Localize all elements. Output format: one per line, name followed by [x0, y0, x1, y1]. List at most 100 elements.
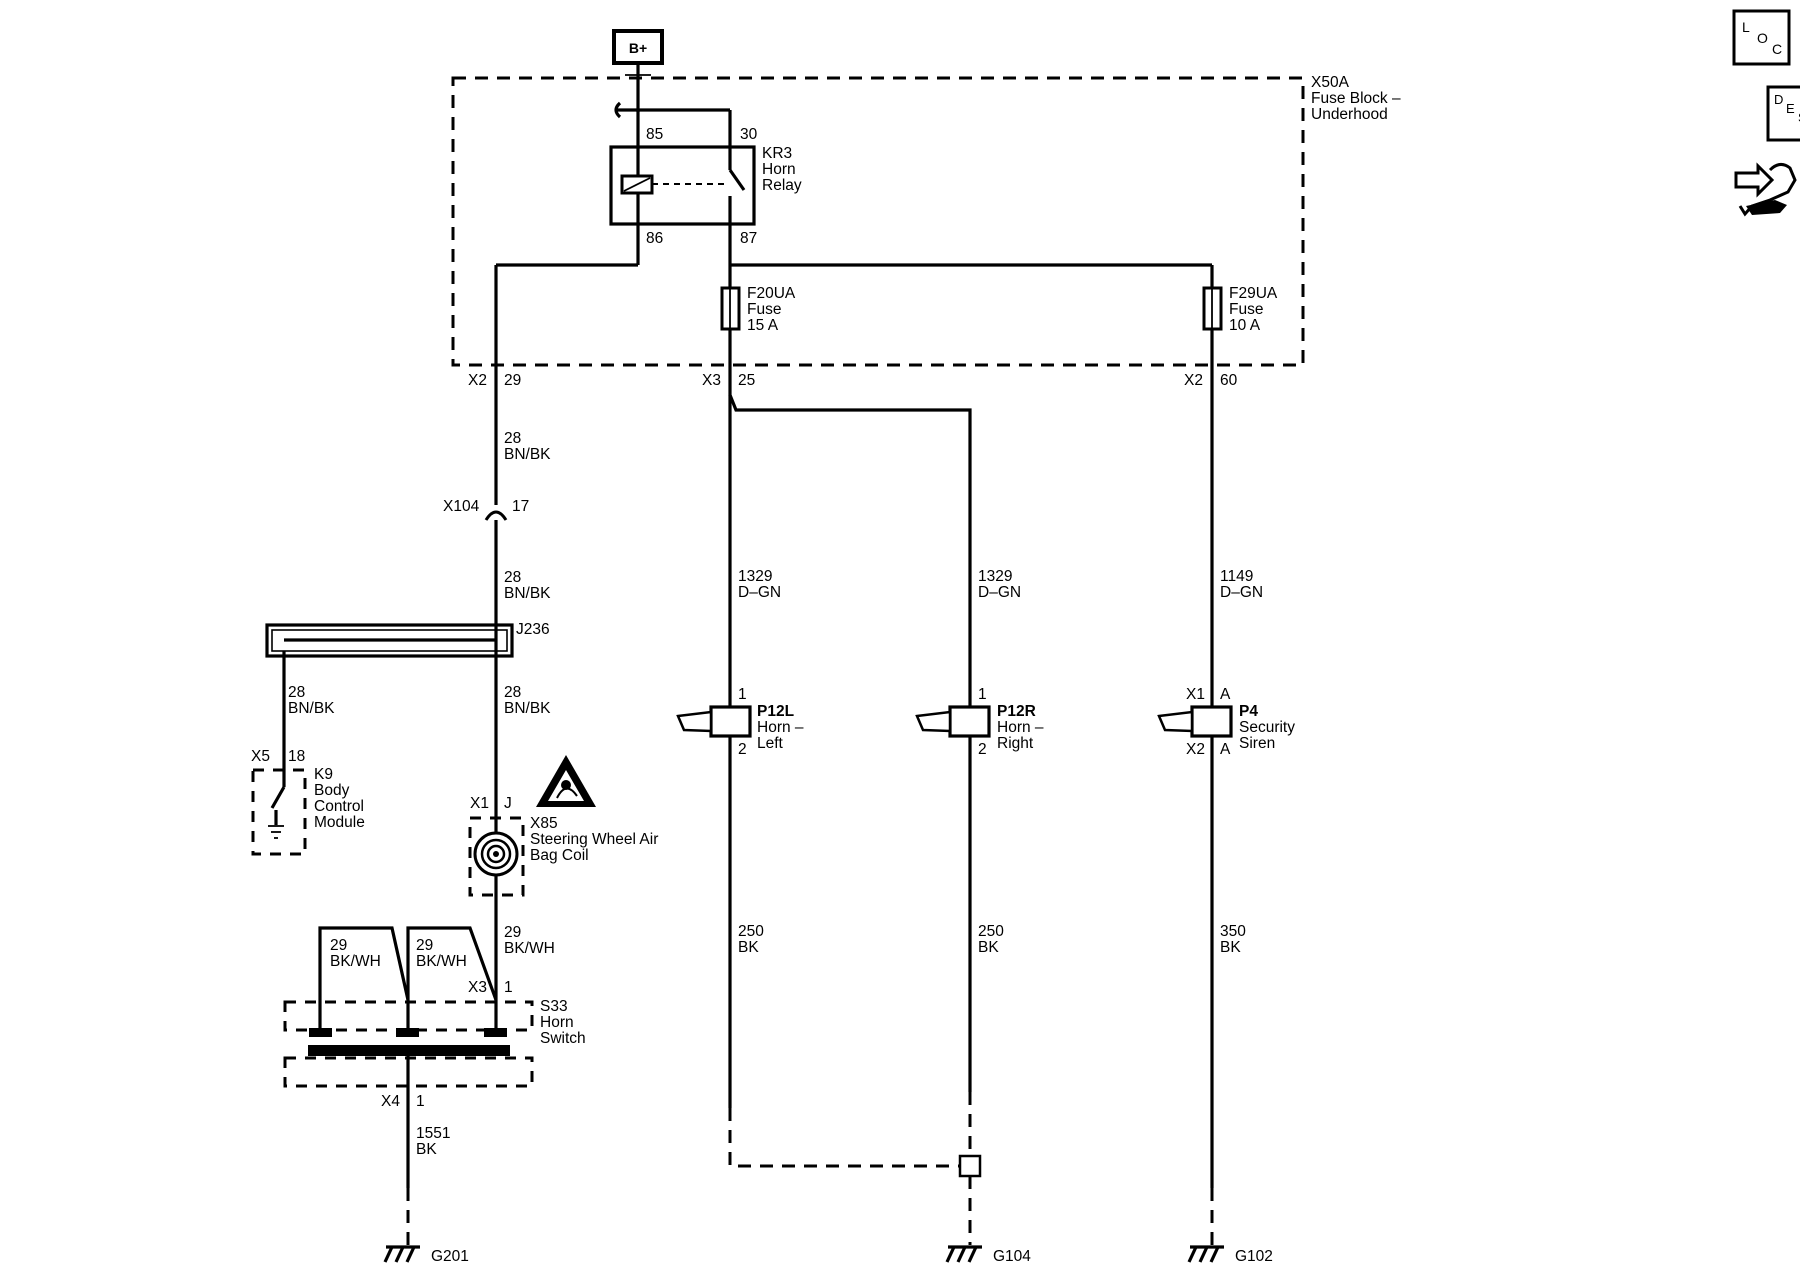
svg-text:X3: X3 [702, 372, 721, 389]
svg-text:Steering Wheel Air: Steering Wheel Air [530, 831, 658, 848]
svg-text:X104: X104 [443, 498, 480, 515]
svg-text:1: 1 [978, 686, 987, 703]
svg-text:29: 29 [504, 924, 521, 941]
svg-text:D–GN: D–GN [1220, 584, 1263, 601]
svg-text:Siren: Siren [1239, 735, 1275, 752]
splice-pack-j236: J236 [265, 621, 550, 658]
steering-wheel-airbag-coil: X1 J X85 Steering Wheel Air Bag Coil [468, 795, 658, 897]
svg-text:18: 18 [288, 748, 305, 765]
svg-text:G201: G201 [431, 1248, 469, 1265]
svg-text:Horn –: Horn – [757, 719, 804, 736]
svg-text:A: A [1220, 741, 1231, 758]
svg-text:Horn: Horn [762, 161, 796, 178]
svg-text:C: C [1772, 41, 1782, 57]
svg-text:29: 29 [504, 372, 521, 389]
svg-text:28: 28 [504, 430, 521, 447]
horn-left: 1 2 P12L Horn – Left [676, 686, 804, 758]
svg-text:X5: X5 [251, 748, 270, 765]
svg-text:30: 30 [740, 126, 758, 143]
svg-text:X85: X85 [530, 815, 558, 832]
jumper-bkwh-right [406, 926, 498, 1030]
svg-text:Relay: Relay [762, 177, 802, 194]
svg-text:350: 350 [1220, 923, 1246, 940]
svg-text:1551: 1551 [416, 1125, 450, 1142]
svg-text:87: 87 [740, 230, 757, 247]
svg-text:O: O [1757, 30, 1768, 46]
svg-text:BN/BK: BN/BK [288, 700, 335, 717]
svg-text:X4: X4 [381, 1093, 400, 1110]
svg-text:10 A: 10 A [1229, 317, 1261, 334]
svg-text:Fuse: Fuse [747, 301, 781, 318]
svg-text:P4: P4 [1239, 703, 1258, 720]
svg-text:Security: Security [1239, 719, 1295, 736]
svg-text:28: 28 [504, 569, 521, 586]
svg-text:X50A: X50A [1311, 74, 1350, 91]
svg-text:Fuse: Fuse [1229, 301, 1263, 318]
svg-text:Switch: Switch [540, 1030, 586, 1047]
svg-text:Body: Body [314, 782, 350, 799]
svg-text:X1: X1 [1186, 686, 1205, 703]
svg-text:B+: B+ [629, 40, 647, 56]
svg-text:Horn –: Horn – [997, 719, 1044, 736]
svg-text:BN/BK: BN/BK [504, 446, 551, 463]
feed-to-right-horn [728, 365, 972, 700]
svg-text:G104: G104 [993, 1248, 1031, 1265]
svg-text:250: 250 [738, 923, 764, 940]
svg-text:Left: Left [757, 735, 784, 752]
svg-text:X1: X1 [470, 795, 489, 812]
fuse-f29ua: F29UA Fuse 10 A [1202, 285, 1278, 334]
svg-text:K9: K9 [314, 766, 333, 783]
horn-right: 1 2 P12R Horn – Right [915, 686, 1044, 758]
svg-text:28: 28 [288, 684, 305, 701]
svg-text:1329: 1329 [978, 568, 1012, 585]
relay-feed-tap [614, 101, 638, 119]
svg-text:G102: G102 [1235, 1248, 1273, 1265]
ground-g201: G201 [383, 1245, 469, 1265]
svg-text:E: E [1786, 101, 1795, 116]
svg-text:28: 28 [504, 684, 521, 701]
svg-text:29: 29 [330, 937, 347, 954]
svg-text:D–GN: D–GN [738, 584, 781, 601]
svg-text:29: 29 [416, 937, 433, 954]
location-icon[interactable]: L O C [1732, 9, 1791, 66]
svg-text:BK/WH: BK/WH [416, 953, 467, 970]
svg-text:Control: Control [314, 798, 364, 815]
security-siren: X1 A X2 A P4 Security Siren [1157, 686, 1295, 758]
svg-text:BK/WH: BK/WH [504, 940, 555, 957]
left-horn-ground-path [728, 1108, 960, 1168]
horn-switch: S33 Horn Switch [283, 998, 586, 1088]
fuse-f20ua: F20UA Fuse 15 A [720, 285, 796, 334]
svg-text:BK: BK [416, 1141, 437, 1158]
svg-text:F29UA: F29UA [1229, 285, 1278, 302]
svg-text:1329: 1329 [738, 568, 772, 585]
svg-text:1: 1 [416, 1093, 425, 1110]
jumper-bkwh-left [318, 926, 410, 1030]
svg-text:X2: X2 [1186, 741, 1205, 758]
description-icon[interactable]: D E S C [1766, 85, 1800, 142]
svg-text:Underhood: Underhood [1311, 106, 1388, 123]
svg-text:17: 17 [512, 498, 529, 515]
svg-text:1: 1 [738, 686, 747, 703]
svg-text:60: 60 [1220, 372, 1238, 389]
svg-text:25: 25 [738, 372, 755, 389]
svg-text:X2: X2 [468, 372, 487, 389]
svg-text:Horn: Horn [540, 1014, 574, 1031]
fuse-block-boundary [451, 76, 1305, 367]
svg-text:KR3: KR3 [762, 145, 792, 162]
svg-text:BN/BK: BN/BK [504, 700, 551, 717]
svg-text:S: S [1798, 110, 1800, 125]
svg-text:D–GN: D–GN [978, 584, 1021, 601]
svg-text:P12R: P12R [997, 703, 1036, 720]
svg-text:BK: BK [1220, 939, 1241, 956]
svg-text:J236: J236 [516, 621, 550, 638]
connector-x104: X104 17 [443, 498, 529, 521]
body-control-module: X5 18 K9 Body Control Module [251, 748, 365, 856]
battery-power-source: B+ [612, 29, 664, 65]
wrench-hand-icon[interactable] [1734, 162, 1797, 217]
svg-text:1: 1 [504, 979, 513, 996]
svg-text:15 A: 15 A [747, 317, 779, 334]
ground-g102: G102 [1187, 1245, 1273, 1265]
svg-text:BN/BK: BN/BK [504, 585, 551, 602]
svg-text:F20UA: F20UA [747, 285, 796, 302]
